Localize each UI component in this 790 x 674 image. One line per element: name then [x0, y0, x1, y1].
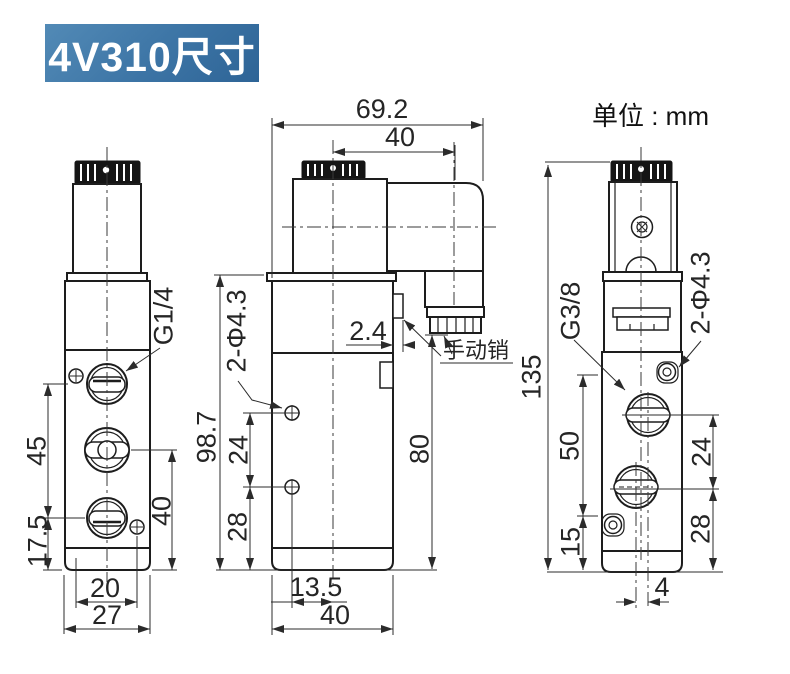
- dim-40-front: 40: [146, 496, 176, 526]
- dim-45: 45: [21, 436, 51, 466]
- dim-135: 135: [516, 354, 546, 399]
- back-view: 135 G3/8 2-Φ4.3 50 15 24 28 4: [516, 147, 723, 608]
- dim-13-5: 13.5: [290, 572, 343, 602]
- dim-98-7: 98.7: [191, 411, 221, 464]
- dim-80: 80: [404, 434, 434, 464]
- unit-label: 单位 : mm: [592, 101, 709, 131]
- side-view: 69.2 40 2-Φ4.3 98.7 24 28 80 2.4: [191, 94, 513, 635]
- dim-28-side: 28: [222, 512, 252, 542]
- dim-27: 27: [92, 600, 122, 630]
- hole-label: 2-Φ4.3: [221, 289, 251, 372]
- cap-dot: [102, 166, 110, 174]
- armature-block: [616, 316, 669, 331]
- dim-20: 20: [90, 573, 120, 603]
- dim-15: 15: [555, 527, 585, 557]
- dim-4: 4: [654, 572, 669, 602]
- mounting-holes: [284, 405, 300, 495]
- valve-base: [601, 550, 683, 573]
- dim-69-2: 69.2: [356, 94, 409, 124]
- dim-24-side: 24: [223, 435, 253, 465]
- thread-label-g38: G3/8: [555, 282, 585, 341]
- front-view: G1/4 45 17.5 40 20 27: [21, 147, 178, 634]
- hole-label: 2-Φ4.3: [685, 251, 715, 334]
- mounting-holes: [68, 368, 145, 535]
- dim-50: 50: [554, 431, 584, 461]
- thread-label-g14: G1/4: [148, 287, 178, 346]
- dim-40-top: 40: [385, 122, 415, 152]
- dim-2-4: 2.4: [349, 316, 387, 346]
- title-badge: 4V310尺寸: [45, 24, 259, 82]
- page-title: 4V310尺寸: [48, 34, 256, 80]
- connector-screw: [630, 215, 654, 239]
- dim-40-bottom: 40: [320, 600, 350, 630]
- mounting-holes: [601, 361, 679, 537]
- manual-pin: [392, 293, 404, 319]
- dim-24-back: 24: [686, 437, 716, 467]
- dim-28-back: 28: [685, 514, 715, 544]
- flange: [266, 272, 397, 282]
- side-tab: [379, 361, 394, 389]
- coil-body: [292, 178, 388, 274]
- dim-17-5: 17.5: [22, 515, 52, 568]
- manual-pin-label: 手动销: [443, 338, 509, 363]
- cable-gland-plate: [426, 306, 485, 318]
- flange: [602, 271, 683, 282]
